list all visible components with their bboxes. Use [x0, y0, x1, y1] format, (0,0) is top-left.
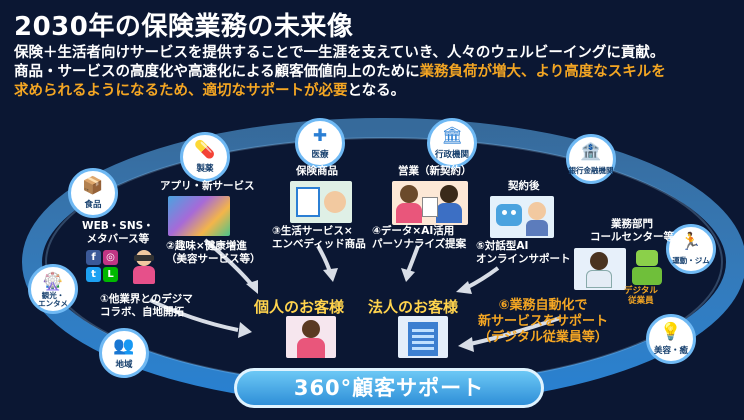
operator-icon: [574, 248, 626, 290]
node-medical[interactable]: ✚ 医療: [295, 118, 345, 168]
scene-callcenter-title: 業務部門 コールセンター等: [590, 218, 674, 243]
customer-support-banner: 360°顧客サポート: [234, 368, 544, 408]
step-1: ①他業界とのデジマ コラボ、自地開拓: [100, 293, 193, 318]
step-4: ④データ×AI活用 パーソナライズ提案: [372, 225, 467, 250]
box-icon: 📦: [82, 176, 104, 196]
sns-icons: f ◎ t L: [86, 250, 136, 290]
individual-customer-icon: [286, 316, 336, 358]
description: 保険＋生活者向けサービスを提供することで一生涯を支えていき、人々のウェルビーイン…: [14, 44, 734, 101]
arrowhead-web: [238, 322, 252, 338]
government-building-icon: 🏛: [441, 126, 463, 146]
robot-staff-icon: [632, 250, 662, 286]
scene-web-title: WEB・SNS・ メタバース等: [82, 220, 154, 245]
desc-line-3: 求められるようになるため、適切なサポートが必要となる。: [14, 83, 406, 99]
facebook-icon: f: [86, 250, 101, 265]
desc-line-1: 保険＋生活者向けサービスを提供することで一生涯を支えていき、人々のウェルビーイン…: [14, 45, 665, 61]
scene-after-title: 契約後: [508, 180, 540, 192]
page-title: 2030年の保険業務の未来像: [14, 12, 354, 42]
arrow-after: [465, 266, 500, 290]
scene-insurance-title: 保険商品: [296, 165, 338, 177]
twitter-icon: t: [86, 267, 101, 282]
node-food[interactable]: 📦 食品: [68, 168, 118, 218]
desc-highlight-1: 業務負荷が増大、より高度なスキルを: [419, 64, 666, 80]
insurance-product-icon: [290, 181, 352, 223]
node-beauty[interactable]: 💡 美容・癒: [646, 314, 696, 364]
node-region[interactable]: 👥 地域: [99, 328, 149, 378]
arrow-callcenter: [469, 316, 561, 346]
ferris-wheel-icon: 🎡: [42, 272, 64, 292]
hospital-icon: ✚: [312, 126, 328, 146]
node-tourism[interactable]: 🎡 観光・ エンタメ: [28, 264, 78, 314]
arrowhead-app: [246, 280, 258, 294]
node-pharma[interactable]: 💊 製薬: [180, 132, 230, 182]
desc-line-2: 商品・サービスの高度化や高速化による顧客価値向上のために業務負荷が増大、より高度…: [14, 64, 666, 80]
corporate-building-icon: [398, 316, 448, 358]
people-icon: 👥: [113, 336, 135, 356]
pill-icon: 💊: [194, 140, 216, 160]
app-collage-icon: [168, 196, 230, 236]
arrow-app: [203, 238, 254, 287]
node-sports[interactable]: 🏃 運動・ジム: [666, 224, 716, 274]
ai-robot-icon: [490, 196, 554, 238]
bank-icon: 🏦: [580, 142, 602, 162]
step-2: ②趣味×健康増進 （美容サービス等）: [166, 240, 261, 265]
instagram-icon: ◎: [103, 250, 118, 265]
node-government[interactable]: 🏛 行政機関: [427, 118, 477, 168]
vr-person-icon: [130, 250, 158, 284]
scene-sales-title: 営業（新契約）: [398, 165, 472, 177]
line-icon: L: [103, 267, 118, 282]
step-3: ③生活サービス× エンベディッド商品: [272, 225, 366, 250]
desc-highlight-2: 求められるようになるため、適切なサポートが必要: [14, 83, 348, 99]
individual-customer-label: 個人のお客様: [254, 298, 345, 316]
arrow-web: [149, 298, 239, 332]
arrowhead-callcenter: [458, 337, 474, 352]
corporate-customer-label: 法人のお客様: [368, 298, 459, 316]
arrowhead-insurance: [323, 268, 338, 282]
arrowhead-after: [456, 281, 472, 294]
digital-staff-label: デジタル 従業員: [624, 286, 658, 306]
lightbulb-person-icon: 💡: [660, 322, 682, 342]
node-bank[interactable]: 🏦 銀行金融機関: [566, 134, 616, 184]
sales-meeting-icon: [392, 181, 468, 225]
scene-app-title: アプリ・新サービス: [160, 180, 255, 192]
step-5: ⑤対話型AI オンラインサポート: [476, 240, 571, 265]
runner-icon: 🏃: [680, 232, 702, 252]
step-6: ⑥業務自動化で 新サービスをサポート （デジタル従業員等）: [478, 298, 609, 345]
arrowhead-sales: [401, 268, 415, 282]
